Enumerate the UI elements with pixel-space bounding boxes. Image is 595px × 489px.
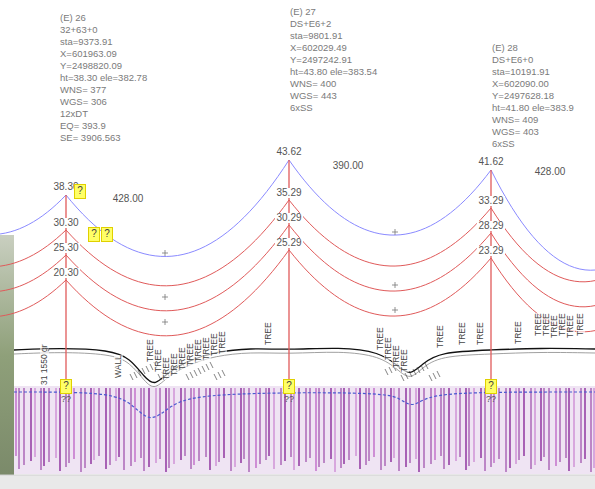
terrain-line-2 bbox=[14, 352, 595, 386]
structure-info: (E) 28 bbox=[492, 43, 518, 53]
attachment-height: 28.29 bbox=[477, 221, 504, 231]
query-badge: ? bbox=[74, 184, 86, 199]
obstacle-label: TREE bbox=[476, 322, 485, 345]
attachment-height: 33.29 bbox=[477, 196, 504, 206]
attachment-height: 35.29 bbox=[275, 188, 302, 198]
structure-info: ht=41.80 ele=383.9 bbox=[492, 103, 574, 113]
subsurface-line bbox=[14, 392, 595, 418]
conductors bbox=[0, 150, 595, 386]
structure-info: EQ= 393.9 bbox=[60, 121, 106, 131]
obstacle-label: TREE bbox=[264, 322, 273, 345]
span-length: 428.00 bbox=[113, 194, 144, 204]
structure-info: WGS= 443 bbox=[290, 91, 337, 101]
structure-info: Y=2497242.91 bbox=[290, 55, 352, 65]
structure-info: WNS= 400 bbox=[290, 79, 336, 89]
structure-info: 6xSS bbox=[492, 139, 515, 149]
query-mark: ? bbox=[284, 381, 294, 391]
structure-info: 12xDT bbox=[60, 109, 88, 119]
structure-info: DS+E6+2 bbox=[290, 19, 331, 29]
query-mark: ? bbox=[102, 229, 112, 239]
structure-info: ht=38.30 ele=382.78 bbox=[60, 73, 147, 83]
obstacle-label: TREE bbox=[566, 315, 575, 338]
structure-info: SE= 3906.563 bbox=[60, 133, 120, 143]
structure-info: (E) 26 bbox=[60, 13, 86, 23]
structure-info: 6xSS bbox=[290, 103, 313, 113]
obstacle-label: TREE bbox=[218, 331, 227, 354]
query-badge: ? bbox=[283, 379, 295, 394]
attachment-height: 30.29 bbox=[275, 213, 302, 223]
structure-info: 32+63+0 bbox=[60, 25, 98, 35]
scroll-bar bbox=[0, 475, 595, 489]
structure-info: WGS= 403 bbox=[492, 127, 539, 137]
photo-strip bbox=[0, 235, 14, 475]
structure-info: (E) 27 bbox=[290, 7, 316, 17]
attachment-height: 23.29 bbox=[477, 246, 504, 256]
query-mark: ? bbox=[75, 186, 85, 196]
structure-info: X=601963.09 bbox=[60, 49, 117, 59]
query-mark: ? bbox=[486, 381, 496, 391]
attachment-height: 43.62 bbox=[275, 147, 302, 157]
obstacle-label: TREE bbox=[514, 321, 523, 344]
ground-band bbox=[14, 386, 595, 474]
structure-info: Y=2497628.18 bbox=[492, 91, 554, 101]
structure-info: WNS= 377 bbox=[60, 85, 106, 95]
structure-info: ht=43.80 ele=383.54 bbox=[290, 67, 377, 77]
attachment-height: 41.62 bbox=[477, 157, 504, 167]
query-mark: ? bbox=[89, 229, 99, 239]
query-mark: ?? bbox=[61, 395, 71, 404]
query-badge: ? bbox=[60, 379, 72, 394]
attachment-height: 30.30 bbox=[52, 218, 79, 228]
obstacle-label: TREE bbox=[400, 349, 409, 372]
query-badge: ? bbox=[485, 379, 497, 394]
span-length: 390.00 bbox=[333, 161, 364, 171]
structure-info: X=602029.49 bbox=[290, 43, 347, 53]
structure-info: sta=10191.91 bbox=[492, 67, 550, 77]
obstacle-label: TREE bbox=[458, 322, 467, 345]
span-length: 428.00 bbox=[535, 167, 566, 177]
attachment-height: 20.30 bbox=[52, 268, 79, 278]
obstacle-label: TREE bbox=[436, 325, 445, 348]
attachment-height: 25.30 bbox=[52, 243, 79, 253]
structure-info: Y=2498820.09 bbox=[60, 61, 122, 71]
query-mark: ? bbox=[61, 381, 71, 391]
ground-strokes bbox=[16, 388, 594, 472]
structure-info: X=602090.00 bbox=[492, 79, 549, 89]
obstacle-label: 31 1550 gr bbox=[40, 344, 49, 385]
obstacle-label: TREE bbox=[576, 313, 585, 336]
obstacle-label: WALL bbox=[114, 355, 123, 378]
attachment-height: 25.29 bbox=[275, 238, 302, 248]
structure-info: DS+E6+0 bbox=[492, 55, 533, 65]
structure-info: WGS= 306 bbox=[60, 97, 107, 107]
structure-info: sta=9373.91 bbox=[60, 37, 113, 47]
structure-info: WNS= 409 bbox=[492, 115, 538, 125]
structure-info: sta=9801.91 bbox=[290, 31, 343, 41]
query-mark: ?? bbox=[284, 395, 294, 404]
query-badge: ? bbox=[101, 227, 113, 242]
query-badge: ? bbox=[88, 227, 100, 242]
query-mark: ?? bbox=[486, 395, 496, 404]
